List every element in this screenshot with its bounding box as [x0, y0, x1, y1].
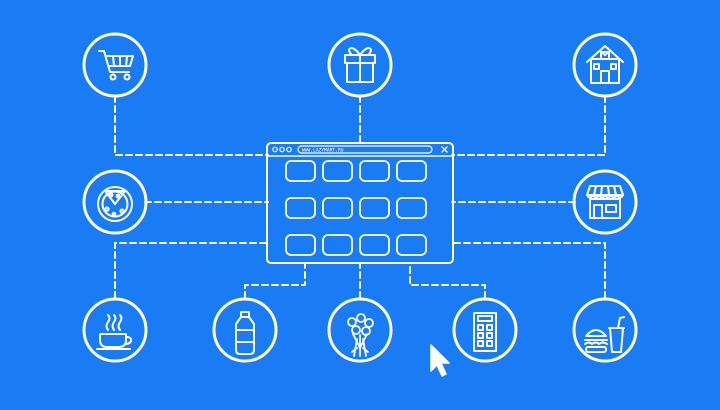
- node-fastfood: [572, 297, 638, 363]
- burger-drink-icon: [584, 316, 625, 353]
- node-building: [452, 297, 518, 363]
- content-tile: [359, 197, 390, 219]
- content-tile: [285, 197, 316, 219]
- connector-house: [451, 95, 606, 156]
- content-tile: [322, 197, 353, 219]
- connector-coffee: [114, 242, 269, 299]
- window-dot: [286, 146, 292, 153]
- node-gift: [327, 32, 393, 98]
- address-text: WWW.LAZYMART.RU: [302, 148, 344, 154]
- content-tile: [359, 234, 390, 256]
- office-building-icon: [473, 312, 497, 352]
- content-tile: [322, 234, 353, 256]
- node-store: [572, 169, 638, 235]
- mouse-pointer-icon: [430, 344, 450, 377]
- browser-window: WWW.LAZYMART.RU: [266, 142, 454, 264]
- flower-bouquet-icon: [347, 313, 374, 357]
- node-pizza: [82, 169, 148, 235]
- node-cart: [82, 32, 148, 98]
- connector-fastfood: [451, 242, 606, 299]
- content-tile: [285, 234, 316, 256]
- connector-building: [409, 262, 486, 299]
- nodes: [82, 32, 638, 363]
- shopping-cart-icon: [98, 50, 134, 81]
- water-bottle-icon: [235, 311, 255, 355]
- content-tile: [396, 160, 427, 182]
- node-coffee: [82, 297, 148, 363]
- node-flowers: [327, 297, 393, 363]
- node-house: [572, 32, 638, 98]
- content-tile: [396, 197, 427, 219]
- content-tile: [396, 234, 427, 256]
- connector-lines: [114, 95, 606, 299]
- content-tile: [322, 160, 353, 182]
- window-buttons: [272, 146, 292, 153]
- address-bar: [297, 145, 433, 154]
- close-icon: [441, 146, 448, 153]
- connector-water: [244, 262, 306, 299]
- gift-box-icon: [344, 47, 376, 83]
- storefront-icon: [586, 185, 624, 219]
- content-tile: [359, 160, 390, 182]
- window-dot: [279, 146, 285, 153]
- house-icon: [586, 45, 624, 84]
- window-dot: [272, 146, 278, 153]
- content-tile: [285, 160, 316, 182]
- browser-frame: [266, 142, 454, 264]
- connector-cart: [114, 95, 269, 156]
- tile-grid: [285, 160, 427, 256]
- pizza-icon: [97, 186, 133, 222]
- coffee-cup-icon: [96, 314, 133, 350]
- node-water: [212, 297, 278, 363]
